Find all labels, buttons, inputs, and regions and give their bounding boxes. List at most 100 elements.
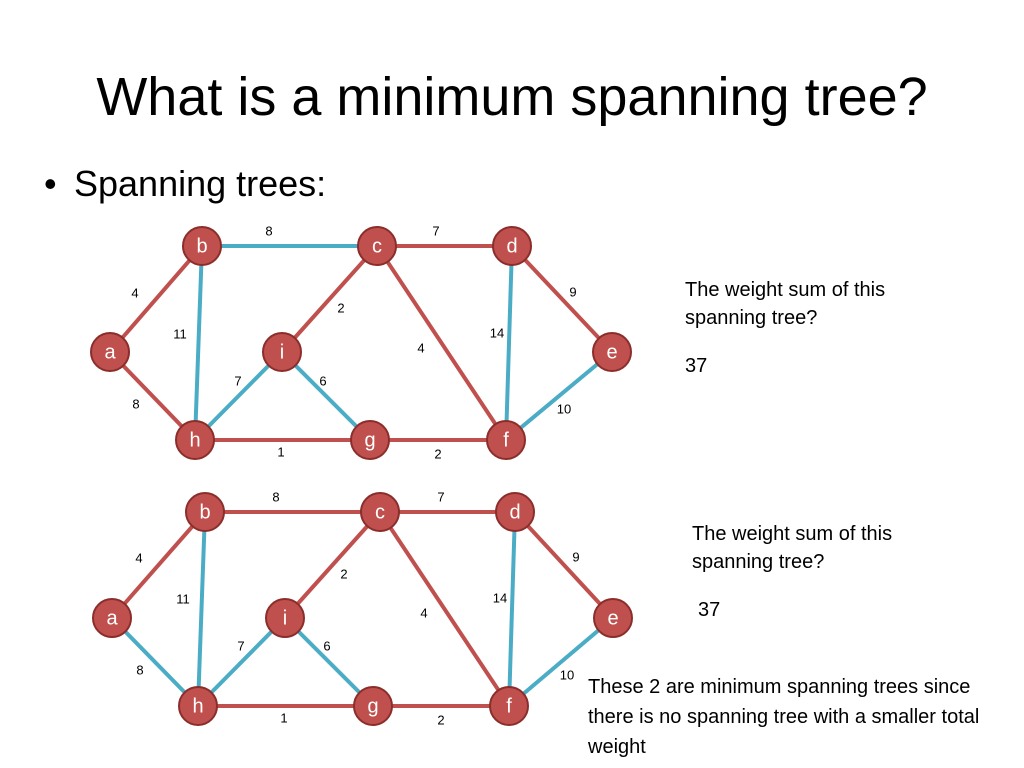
graph2-node-e-circle <box>593 598 633 638</box>
slide-title: What is a minimum spanning tree? <box>96 67 928 127</box>
graph1-node-a: a <box>90 332 130 372</box>
graph2-weight-i-g: 6 <box>323 638 330 653</box>
graph1-node-i-circle <box>262 332 302 372</box>
graph1-node-b: b <box>182 226 222 266</box>
graph1-node-e-label: e <box>606 341 617 363</box>
graph2-weight-c-d: 7 <box>437 489 444 504</box>
graph1-weight-a-h: 8 <box>132 396 139 411</box>
graph1-node-f-circle <box>486 420 526 460</box>
graph2-node-b-label: b <box>199 501 210 523</box>
graph2-weight-d-e: 9 <box>572 549 579 564</box>
graph2-node-a-circle <box>92 598 132 638</box>
graph1-edge-b-h <box>193 245 204 441</box>
graph1-edge-i-h <box>193 350 284 442</box>
graph2-node-a-label: a <box>106 607 118 629</box>
graph1-edge-i-g <box>280 350 372 442</box>
graph1-weight-b-h: 11 <box>173 326 187 341</box>
graph2-node-f-circle <box>489 686 529 726</box>
graph2-edge-a-b <box>110 510 207 620</box>
graph1-node-h-circle <box>175 420 215 460</box>
graph2-edge-c-i <box>283 510 382 620</box>
graph2-node-d-circle <box>495 492 535 532</box>
graph1-node-g-circle <box>350 420 390 460</box>
bullet-item: • Spanning trees: <box>44 162 326 206</box>
graph1-node-i-label: i <box>280 341 284 363</box>
graph2-edge-i-h <box>196 616 287 708</box>
graph2-weight-b-c: 8 <box>272 489 279 504</box>
graph2-weight-b-h: 11 <box>176 591 190 606</box>
graph1-node-h-label: h <box>189 429 200 451</box>
graph1-node-a-circle <box>90 332 130 372</box>
graph1-weight-i-h: 7 <box>234 373 241 388</box>
graph2-node-b-circle <box>185 492 225 532</box>
graph2-node-d: d <box>495 492 535 532</box>
graph1-node-f-label: f <box>503 429 509 451</box>
graph2-edge-d-f <box>507 511 517 707</box>
graph2-node-b: b <box>185 492 225 532</box>
graph1-weight-d-e: 9 <box>569 284 576 299</box>
graph1-node-e: e <box>592 332 632 372</box>
graph2-node-e-label: e <box>607 607 618 629</box>
graph1-node-b-circle <box>182 226 222 266</box>
graph1-weight-d-f: 14 <box>490 325 504 340</box>
graph1-edge-d-e <box>510 244 614 354</box>
graph2-weight-a-h: 8 <box>136 662 143 677</box>
graph2-edge-i-g <box>283 616 375 708</box>
graph2-node-i: i <box>265 598 305 638</box>
graph2-edge-d-e <box>513 510 615 620</box>
graph2-node-g: g <box>353 686 393 726</box>
graph1-weight-c-i: 2 <box>337 300 344 315</box>
graph1-node-g-label: g <box>364 429 375 451</box>
graph1-answer: 37 <box>685 355 708 377</box>
graph2-node-c-circle <box>360 492 400 532</box>
graph2-weight-g-f: 2 <box>437 712 444 727</box>
graph2-node-d-label: d <box>509 501 520 523</box>
graph1-node-c: c <box>357 226 397 266</box>
graph2-node-f: f <box>489 686 529 726</box>
graph2-node-g-circle <box>353 686 393 726</box>
graph1-weight-g-f: 2 <box>434 446 441 461</box>
bullet-text: Spanning trees: <box>74 163 327 204</box>
graph1-node-h: h <box>175 420 215 460</box>
graph1-edge-d-f <box>504 245 514 441</box>
graph1-edge-c-f <box>375 244 508 442</box>
graph2-weight-c-f: 4 <box>420 605 427 620</box>
graph1-question: The weight sum of this spanning tree? <box>685 279 886 329</box>
graph1-edge-c-i <box>280 244 379 354</box>
graph1-node-c-circle <box>357 226 397 266</box>
graph2-node-g-label: g <box>367 695 378 717</box>
graph2-node-h-circle <box>178 686 218 726</box>
graph1-edge-a-b <box>108 244 204 354</box>
graph2-weight-c-i: 2 <box>340 566 347 581</box>
graph2-weight-i-h: 7 <box>237 638 244 653</box>
graph2-question: The weight sum of this spanning tree? <box>692 523 893 573</box>
graph1-weight-a-b: 4 <box>131 285 138 300</box>
graph2-edge-e-f <box>507 616 615 708</box>
graph2-edge-c-f <box>378 510 511 708</box>
graph2-node-f-label: f <box>506 695 512 717</box>
graph1-weight-e-f: 10 <box>557 401 571 416</box>
graph2-node-c: c <box>360 492 400 532</box>
graph2-node-c-label: c <box>375 501 385 523</box>
graph1-node-d-label: d <box>506 235 517 257</box>
graph1-node-i: i <box>262 332 302 372</box>
graph2-answer: 37 <box>698 599 721 621</box>
graph2-weight-e-f: 10 <box>560 667 574 682</box>
graph1-weight-c-d: 7 <box>432 223 439 238</box>
graph1-node-d: d <box>492 226 532 266</box>
graph1-weight-h-g: 1 <box>277 444 284 459</box>
graph1-edge-e-f <box>504 350 614 442</box>
graph2-node-i-label: i <box>283 607 287 629</box>
graph1-node-g: g <box>350 420 390 460</box>
graph2-node-i-circle <box>265 598 305 638</box>
graph2-weight-d-f: 14 <box>493 590 507 605</box>
graph2-node-h-label: h <box>192 695 203 717</box>
graph2-weight-h-g: 1 <box>280 710 287 725</box>
graph1-node-c-label: c <box>372 235 382 257</box>
graph1-node-e-circle <box>592 332 632 372</box>
graph1-node-b-label: b <box>196 235 207 257</box>
bullet-dot-icon: • <box>44 163 57 204</box>
graph1-weight-i-g: 6 <box>319 373 326 388</box>
graph2-edge-b-h <box>196 511 207 707</box>
